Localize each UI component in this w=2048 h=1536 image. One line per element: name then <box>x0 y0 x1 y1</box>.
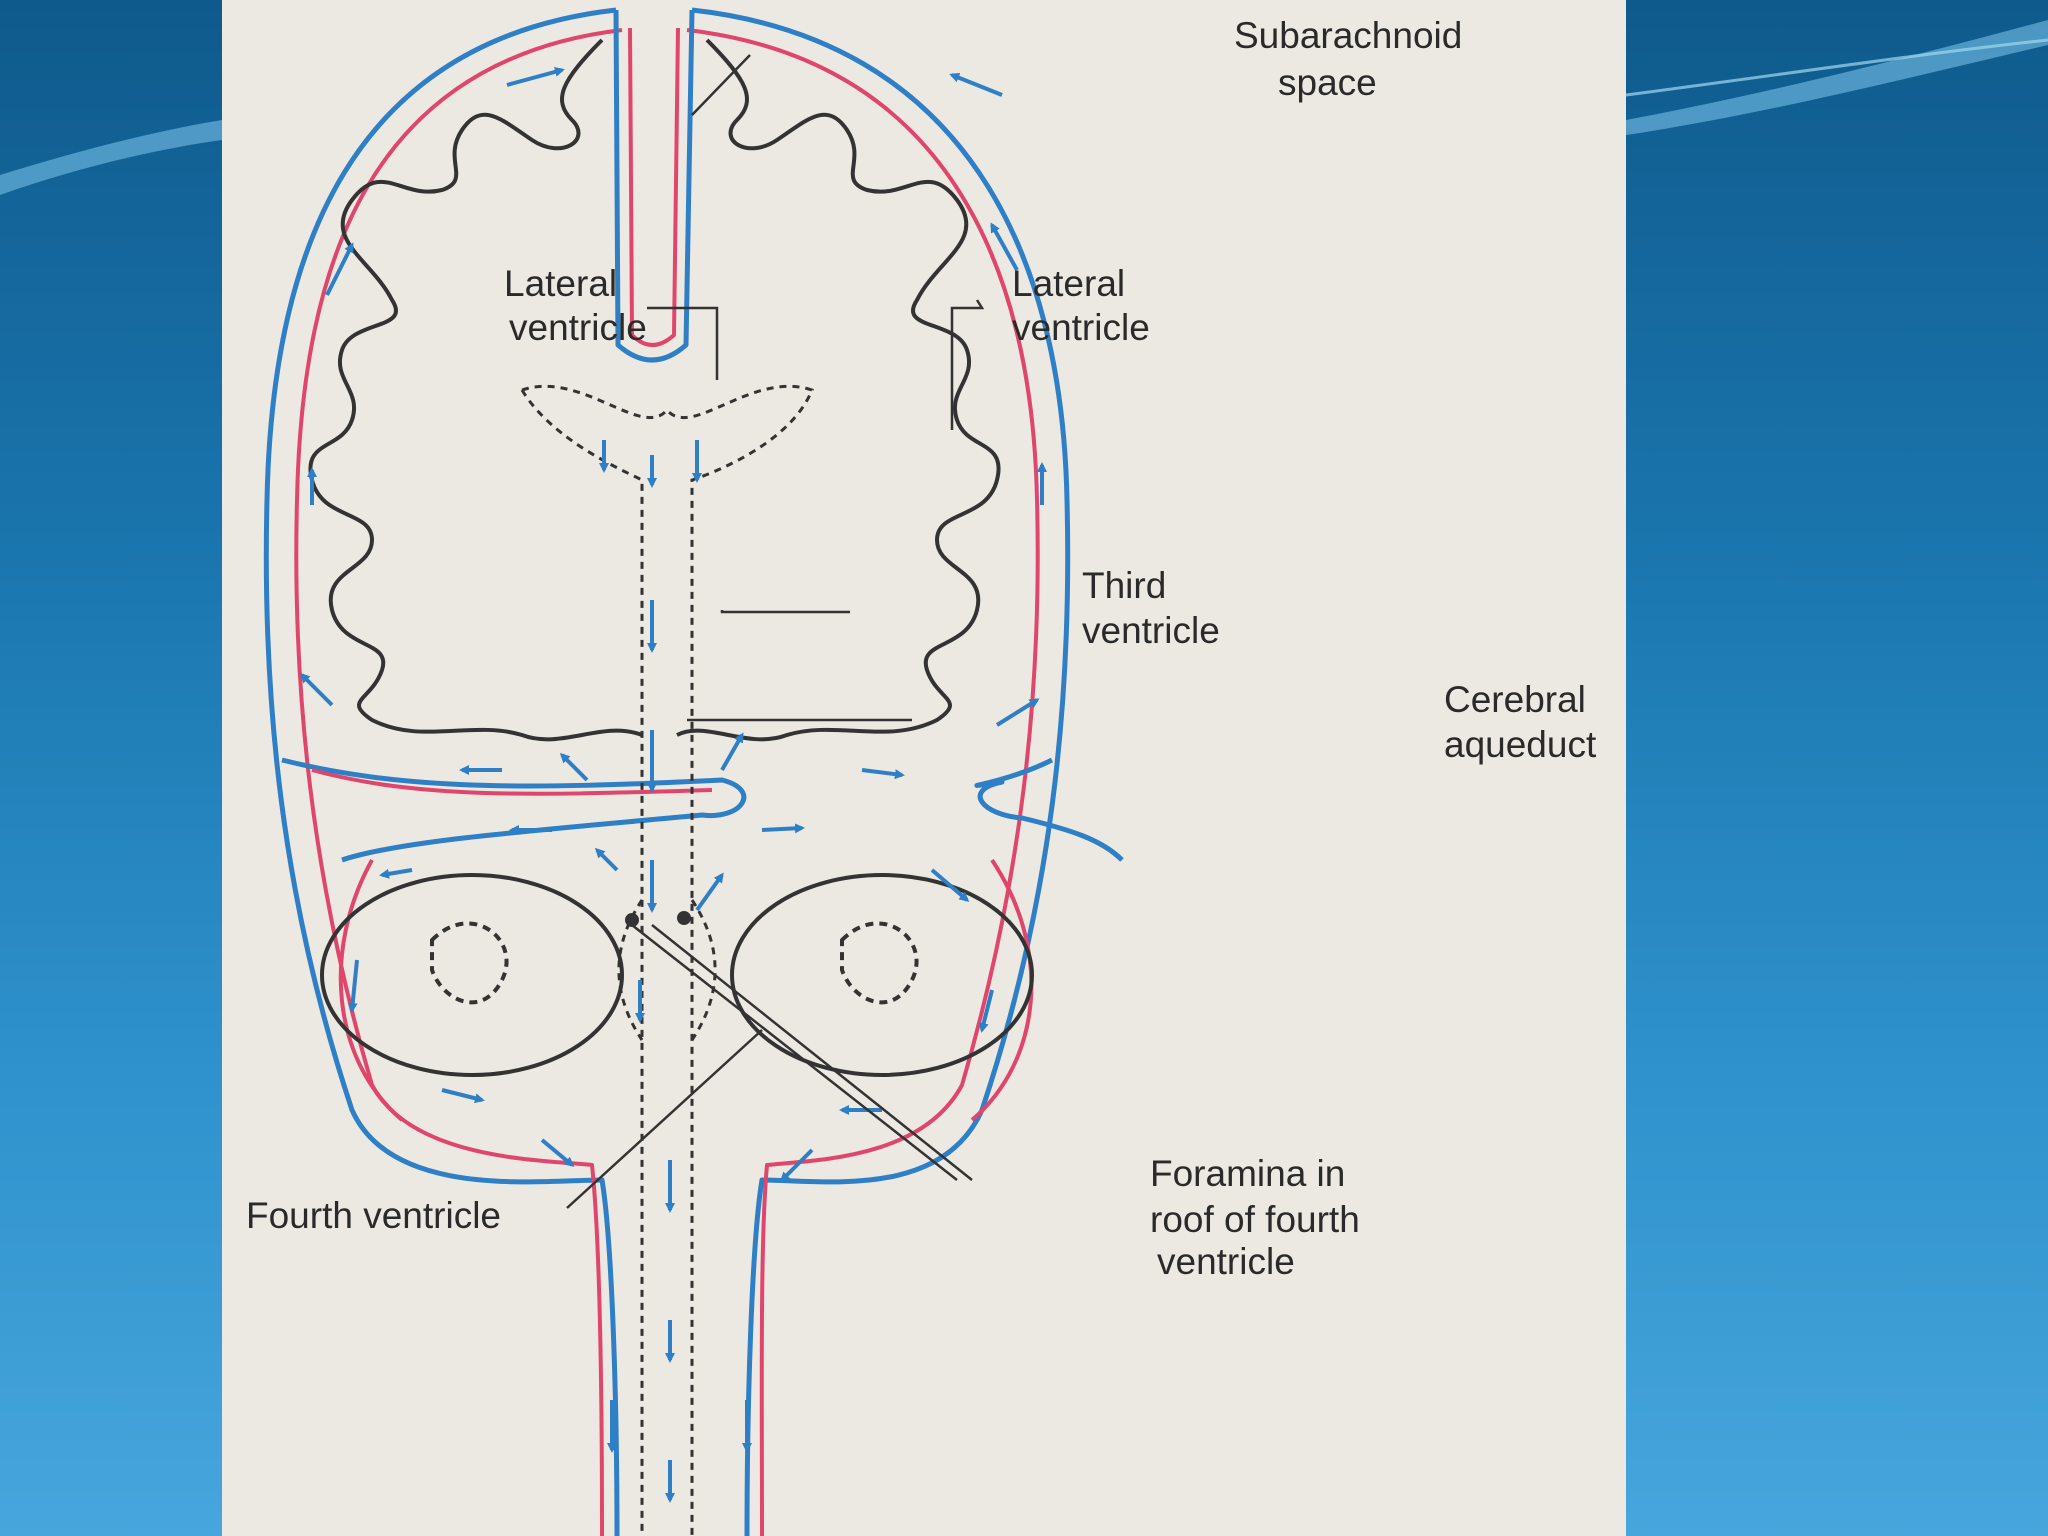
leader-lines <box>566 54 985 1209</box>
label-cerebral-aqueduct: Cerebral aqueduct <box>1444 679 1597 765</box>
label-subarachnoid-space: Subarachnoid space <box>1234 15 1473 103</box>
label-lateral-left-line1: Lateral <box>504 263 617 304</box>
ventricular-system <box>520 384 814 1536</box>
falx-fissure <box>613 9 695 363</box>
label-cerebral-line1: Cerebral <box>1444 679 1586 720</box>
label-third-ventricle: Third ventricle <box>1082 565 1220 651</box>
meninges <box>263 7 1124 1536</box>
tentorium-left <box>281 757 747 863</box>
label-foramina-line2: roof of fourth <box>1150 1199 1360 1240</box>
label-foramina: Foramina in roof of fourth ventricle <box>1150 1153 1370 1282</box>
foramen-dot-left <box>625 913 639 927</box>
label-lateral-right-line2: ventricle <box>1012 307 1150 348</box>
cerebrum-left-outline <box>308 38 643 742</box>
cerebellum-right-outline <box>730 873 1034 1077</box>
label-fourth-ventricle: Fourth ventricle <box>246 1195 501 1236</box>
diagram-scan: Subarachnoid space Lateral ventricle Lat… <box>222 0 1626 1536</box>
background-wave-right <box>1626 20 2048 135</box>
label-foramina-line1: Foramina in <box>1150 1153 1345 1194</box>
label-third-line2: ventricle <box>1082 610 1220 651</box>
csf-flow-arrows <box>299 67 1047 1503</box>
cerebellum-left-outline <box>320 873 624 1077</box>
label-lateral-ventricle-right: Lateral ventricle <box>1012 263 1150 348</box>
foramen-dot-right <box>677 911 691 925</box>
csf-circulation-diagram: Subarachnoid space Lateral ventricle Lat… <box>246 7 1597 1536</box>
background-wave-left <box>0 120 222 195</box>
label-lateral-left-line2: ventricle <box>509 307 647 348</box>
fourth-ventricle <box>617 899 644 1041</box>
tentorium-right <box>974 757 1124 862</box>
label-subarachnoid-line2: space <box>1278 62 1377 103</box>
label-foramina-line3: ventricle <box>1157 1241 1295 1282</box>
lateral-ventricles <box>521 384 814 1536</box>
label-cerebral-line2: aqueduct <box>1444 724 1597 765</box>
dura-outer-right <box>691 7 1071 1536</box>
label-lateral-right-line1: Lateral <box>1012 263 1125 304</box>
pia-left <box>294 28 623 1536</box>
labels: Subarachnoid space Lateral ventricle Lat… <box>246 15 1597 1282</box>
dura-outer-left <box>263 7 620 1536</box>
label-third-line1: Third <box>1082 565 1166 606</box>
label-lateral-ventricle-left: Lateral ventricle <box>504 263 647 348</box>
cerebrum-right-outline <box>676 38 1001 742</box>
brain-outline <box>308 38 1034 1077</box>
label-subarachnoid-line1: Subarachnoid <box>1234 15 1462 56</box>
